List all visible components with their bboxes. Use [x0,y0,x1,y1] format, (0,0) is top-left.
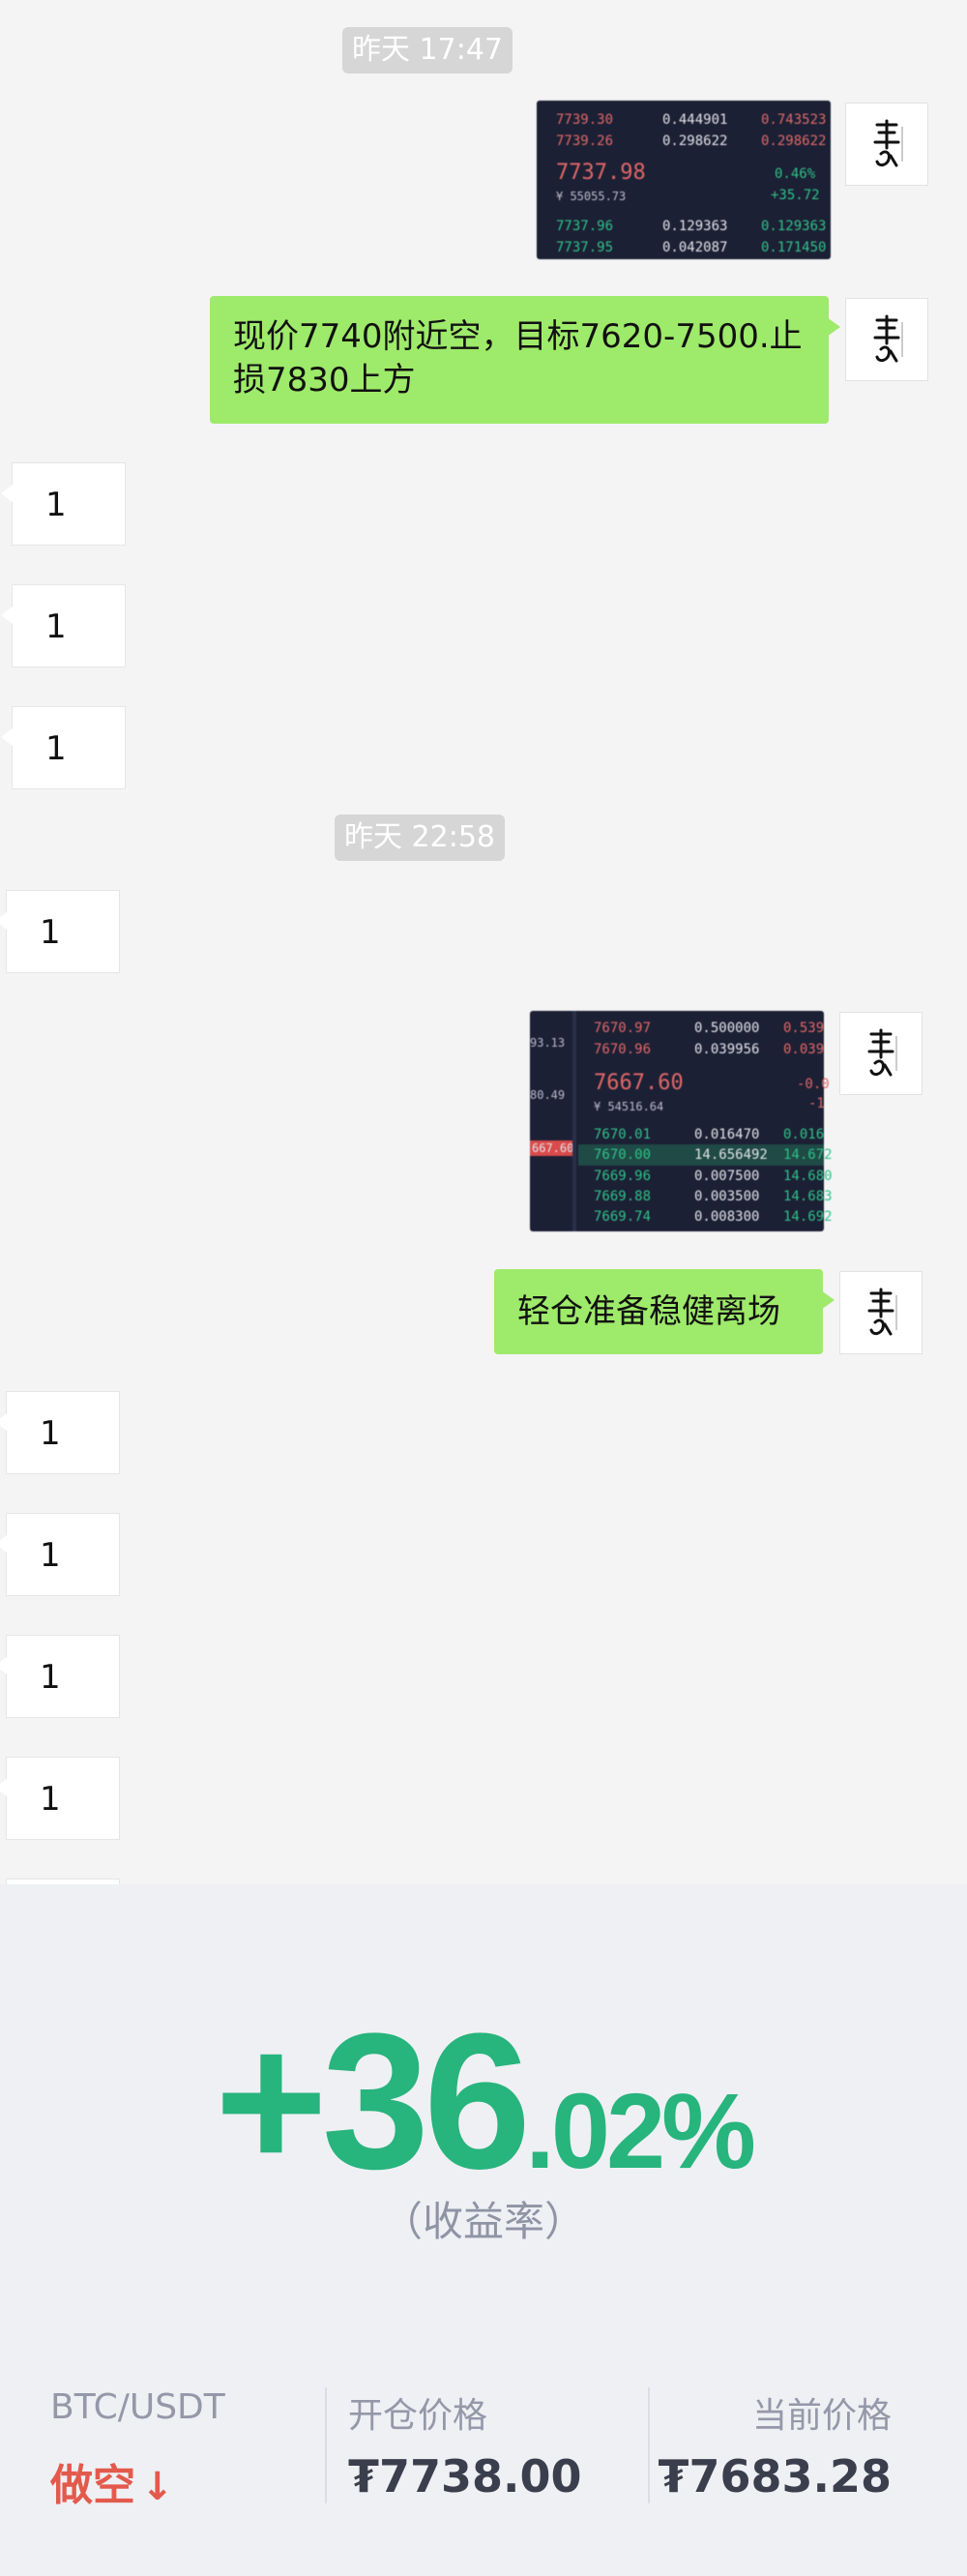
open-price-label: 开仓价格 [348,2396,488,2436]
divider [325,2387,327,2503]
received-message-bubble[interactable]: 1 [1,462,126,546]
orderbook-price: 7670.01 [594,1127,652,1142]
calligraphy-logo-icon [873,314,903,363]
profit-rate-label: （收益率） [381,2198,585,2245]
profit-percentage: +36.02% [0,1991,967,2213]
orderbook-total: 14.692 [783,1209,833,1225]
arrow-down-icon: ↓ [141,2465,174,2509]
last-price: 7667.60 [594,1071,684,1095]
orderbook-qty: 0.298622 [662,133,728,149]
received-message-bubble[interactable]: 1 [0,1513,120,1596]
orderbook-total: 0.539 [783,1021,825,1036]
orderbook-qty: 0.039956 [694,1042,760,1057]
profit-integer: 36 [321,1994,531,2209]
orderbook-total: 0.016 [783,1127,825,1142]
orderbook-qty: 0.129363 [662,219,728,234]
chat-history[interactable]: 昨天 17:47 7739.30 0.444901 0.743523 7739.… [0,0,967,1962]
open-price-value: ₮7738.00 [348,2450,582,2502]
screenshot-image-message[interactable]: 93.13 80.49 667.60 7670.97 0.500000 0.53… [530,1011,833,1231]
sent-message-bubble[interactable]: 现价7740附近空，目标7620-7500.止损7830上方 [210,296,840,424]
orderbook-qty: 0.008300 [694,1209,760,1225]
calligraphy-logo-icon [867,1028,897,1077]
received-message-bubble[interactable]: 1 [1,584,126,667]
cny-price: ¥ 55055.73 [556,190,627,203]
orderbook-price: 7670.96 [594,1042,652,1057]
avatar[interactable] [839,1012,923,1095]
side-label: 93.13 [530,1036,566,1050]
orderbook-price: 7739.30 [556,112,614,128]
avatar[interactable] [839,1271,923,1354]
direction-value: 做空↓ [50,2450,174,2512]
orderbook-total: 0.129363 [761,219,827,234]
orderbook-price: 7670.00 [594,1147,652,1163]
orderbook-price: 7739.26 [556,133,614,149]
orderbook-price: 7669.96 [594,1169,652,1184]
highlight-row [578,1144,824,1166]
received-message-bubble[interactable]: 1 [0,1635,120,1718]
orderbook-total: 14.683 [783,1189,833,1204]
orderbook-qty: 0.003500 [694,1189,760,1204]
orderbook-price: 7737.96 [556,219,614,234]
timestamp: 昨天 22:58 [335,814,505,861]
profit-decimal: .02% [525,2072,756,2191]
pair-label: BTC/USDT [50,2387,225,2427]
change-percent: 0.46% [775,166,816,182]
sent-message-bubble[interactable]: 轻仓准备稳健离场 [494,1269,835,1354]
screenshot-image-message[interactable]: 7739.30 0.444901 0.743523 7739.26 0.2986… [537,101,831,259]
orderbook-qty: 0.444901 [662,112,728,128]
orderbook-qty: 0.016470 [694,1127,760,1142]
change-absolute: -1 [808,1096,825,1111]
calligraphy-logo-icon [873,119,903,167]
orderbook-qty: 0.007500 [694,1169,760,1184]
orderbook-total: 0.171450 [761,240,827,255]
profit-card: +36.02% （收益率） BTC/USDT 做空↓ 开仓价格 ₮7738.00… [0,1884,967,2576]
divider [648,2387,650,2503]
orderbook-price: 7670.97 [594,1021,652,1036]
timestamp: 昨天 17:47 [342,27,513,74]
avatar[interactable] [845,103,928,186]
orderbook-price: 7737.95 [556,240,614,255]
profit-plus-sign: + [215,1994,328,2209]
received-message-bubble[interactable]: 1 [0,1391,120,1474]
orderbook-total: 0.039 [783,1042,825,1057]
orderbook-price: 7669.74 [594,1209,652,1225]
orderbook-total: 0.743523 [761,112,827,128]
orderbook-qty: 0.042087 [662,240,728,255]
received-message-bubble[interactable]: 1 [1,706,126,789]
calligraphy-logo-icon [867,1288,897,1336]
current-price-label: 当前价格 [751,2396,892,2436]
change-percent: -0.0 [797,1077,830,1092]
cny-price: ¥ 54516.64 [594,1100,664,1113]
change-absolute: +35.72 [771,188,820,203]
direction-text: 做空 [50,2461,135,2510]
avatar[interactable] [845,298,928,381]
orderbook-total: 14.672 [783,1147,833,1163]
side-label: 667.60 [530,1140,576,1156]
last-price: 7737.98 [556,161,646,185]
received-message-bubble[interactable]: 1 [0,890,120,973]
divider [572,1011,576,1231]
orderbook-total: 14.680 [783,1169,833,1184]
orderbook-total: 0.298622 [761,133,827,149]
received-message-bubble[interactable]: 1 [0,1757,120,1840]
side-label: 80.49 [530,1088,566,1102]
orderbook-price: 7669.88 [594,1189,652,1204]
orderbook-qty: 0.500000 [694,1021,760,1036]
orderbook-qty: 14.656492 [694,1147,768,1163]
current-price-value: ₮7683.28 [658,2450,892,2502]
